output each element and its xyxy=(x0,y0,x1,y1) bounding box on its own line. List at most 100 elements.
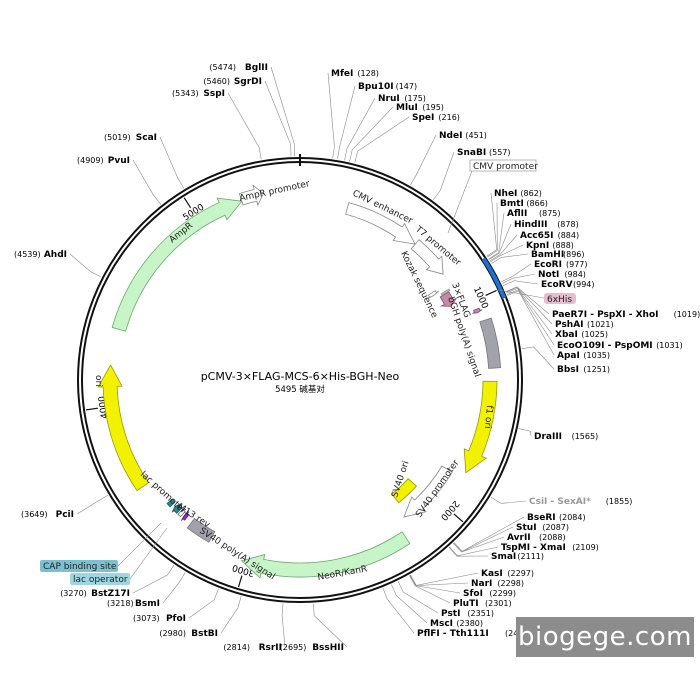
callout-6xhis: 6xHis xyxy=(547,295,572,305)
site-position: (1025) xyxy=(581,330,608,339)
site-leader xyxy=(382,587,415,634)
label-f1-ori: f1 ori xyxy=(482,405,494,429)
site-leader xyxy=(489,234,518,262)
site-leader xyxy=(69,253,102,278)
site-position: (3270) xyxy=(60,589,87,598)
site-name: AhdI xyxy=(44,250,67,260)
site-leader xyxy=(337,85,356,160)
site-position: (2109) xyxy=(572,543,599,552)
site-position: (5474) xyxy=(209,63,236,72)
site-leader xyxy=(506,287,553,335)
site-position: (147) xyxy=(396,82,418,91)
site-position: (195) xyxy=(422,103,444,112)
site-name: NheI xyxy=(494,189,517,199)
site-name: PshAI xyxy=(555,320,584,330)
site-leader xyxy=(349,106,394,162)
site-leader xyxy=(506,289,555,346)
site-name: MluI xyxy=(396,103,418,113)
site-leader xyxy=(354,116,410,163)
site-leader xyxy=(505,287,553,325)
feature-cmv-enhancer xyxy=(345,202,416,245)
site-name: PaeR7I - PspXI - XhoI xyxy=(552,310,658,320)
site-leader xyxy=(344,97,376,161)
site-name: PflFI - Tth111I xyxy=(417,629,489,639)
site-position: (2084) xyxy=(559,513,586,522)
site-name: MscI xyxy=(430,619,453,629)
feature-ampr-promoter xyxy=(238,184,264,207)
site-position: (878) xyxy=(557,220,579,229)
site-leader xyxy=(281,603,286,648)
site-leader xyxy=(518,428,532,437)
plasmid-size: 5495 碱基对 xyxy=(275,384,325,395)
site-position: (4909) xyxy=(77,156,104,165)
feature-lac-promoter xyxy=(171,503,183,514)
feature-sv40-ori xyxy=(391,478,417,504)
feature-neo-kanr xyxy=(240,531,411,579)
callout-lacop: lac operator xyxy=(73,575,128,585)
site-position: (1031) xyxy=(656,341,683,350)
site-position: (1855) xyxy=(606,497,633,506)
site-leader xyxy=(490,244,524,263)
site-position: (977) xyxy=(566,260,588,269)
feature-cap-site xyxy=(166,498,176,508)
site-name: KasI xyxy=(481,569,503,579)
site-position: (3218) xyxy=(107,599,134,608)
site-position: (1251) xyxy=(583,365,610,374)
feature-m13-rev xyxy=(181,511,190,521)
site-leader xyxy=(270,66,295,157)
tick-label: 2000 xyxy=(438,498,461,522)
site-position: (557) xyxy=(489,148,511,157)
mcs-region xyxy=(481,257,507,299)
site-name: BbsI xyxy=(557,365,579,375)
site-leader xyxy=(188,588,219,619)
callout-lacop-leader xyxy=(129,527,168,580)
site-name: AflII xyxy=(507,209,527,219)
features xyxy=(97,184,502,579)
site-position: (2351) xyxy=(467,609,494,618)
site-leader xyxy=(505,286,550,315)
site-position: (5460) xyxy=(203,77,230,86)
site-name: BseRI xyxy=(527,513,556,523)
tick-mark xyxy=(183,197,192,209)
callout-6xhis-leader xyxy=(497,289,545,299)
site-position: (2980) xyxy=(159,629,186,638)
site-position: (5019) xyxy=(104,133,131,142)
site-name: BstZ17I xyxy=(91,589,130,599)
label-ori: ori xyxy=(93,375,103,387)
feature-ori xyxy=(97,364,150,492)
callout-cmv-promoter: CMV promoter xyxy=(473,162,538,172)
callout-cmv-leader xyxy=(447,170,473,234)
feature-cmv-promoter xyxy=(410,239,444,275)
site-name: NarI xyxy=(471,579,492,589)
site-leader xyxy=(521,346,555,370)
site-position: (5343) xyxy=(172,89,199,98)
feature-lac-operator xyxy=(177,508,186,518)
site-leader xyxy=(132,159,162,205)
tick-mark xyxy=(485,289,497,296)
feature-ampr xyxy=(111,197,243,332)
site-leaders xyxy=(69,66,555,648)
site-name: BssHII xyxy=(312,643,344,653)
site-name: XbaI xyxy=(555,330,578,340)
site-name: AvrII xyxy=(507,533,531,543)
site-leader xyxy=(486,192,498,257)
site-name: KpnI xyxy=(526,241,549,251)
restriction-sites: BglII(5474)SgrDI(5460)SspI(5343)ScaI(501… xyxy=(14,63,700,653)
callout-cap: CAP binding site xyxy=(43,562,117,572)
label-lac-promoter: lac promoter xyxy=(138,470,188,516)
site-name: ScaI xyxy=(136,133,157,143)
site-leader xyxy=(410,134,437,186)
site-name: RsrII xyxy=(259,643,282,653)
site-leader xyxy=(76,494,109,515)
site-position: (451) xyxy=(465,131,487,140)
site-name: SgrDI xyxy=(234,77,262,87)
callout-cap-leader xyxy=(117,522,162,567)
site-leader xyxy=(488,223,512,260)
site-leader xyxy=(503,280,539,287)
site-name: CsiI - SexAI* xyxy=(529,497,591,507)
site-name: NdeI xyxy=(439,131,462,141)
site-name: Acc65I xyxy=(520,231,554,241)
site-position: (1035) xyxy=(583,351,610,360)
site-name: BamHI xyxy=(531,250,564,260)
